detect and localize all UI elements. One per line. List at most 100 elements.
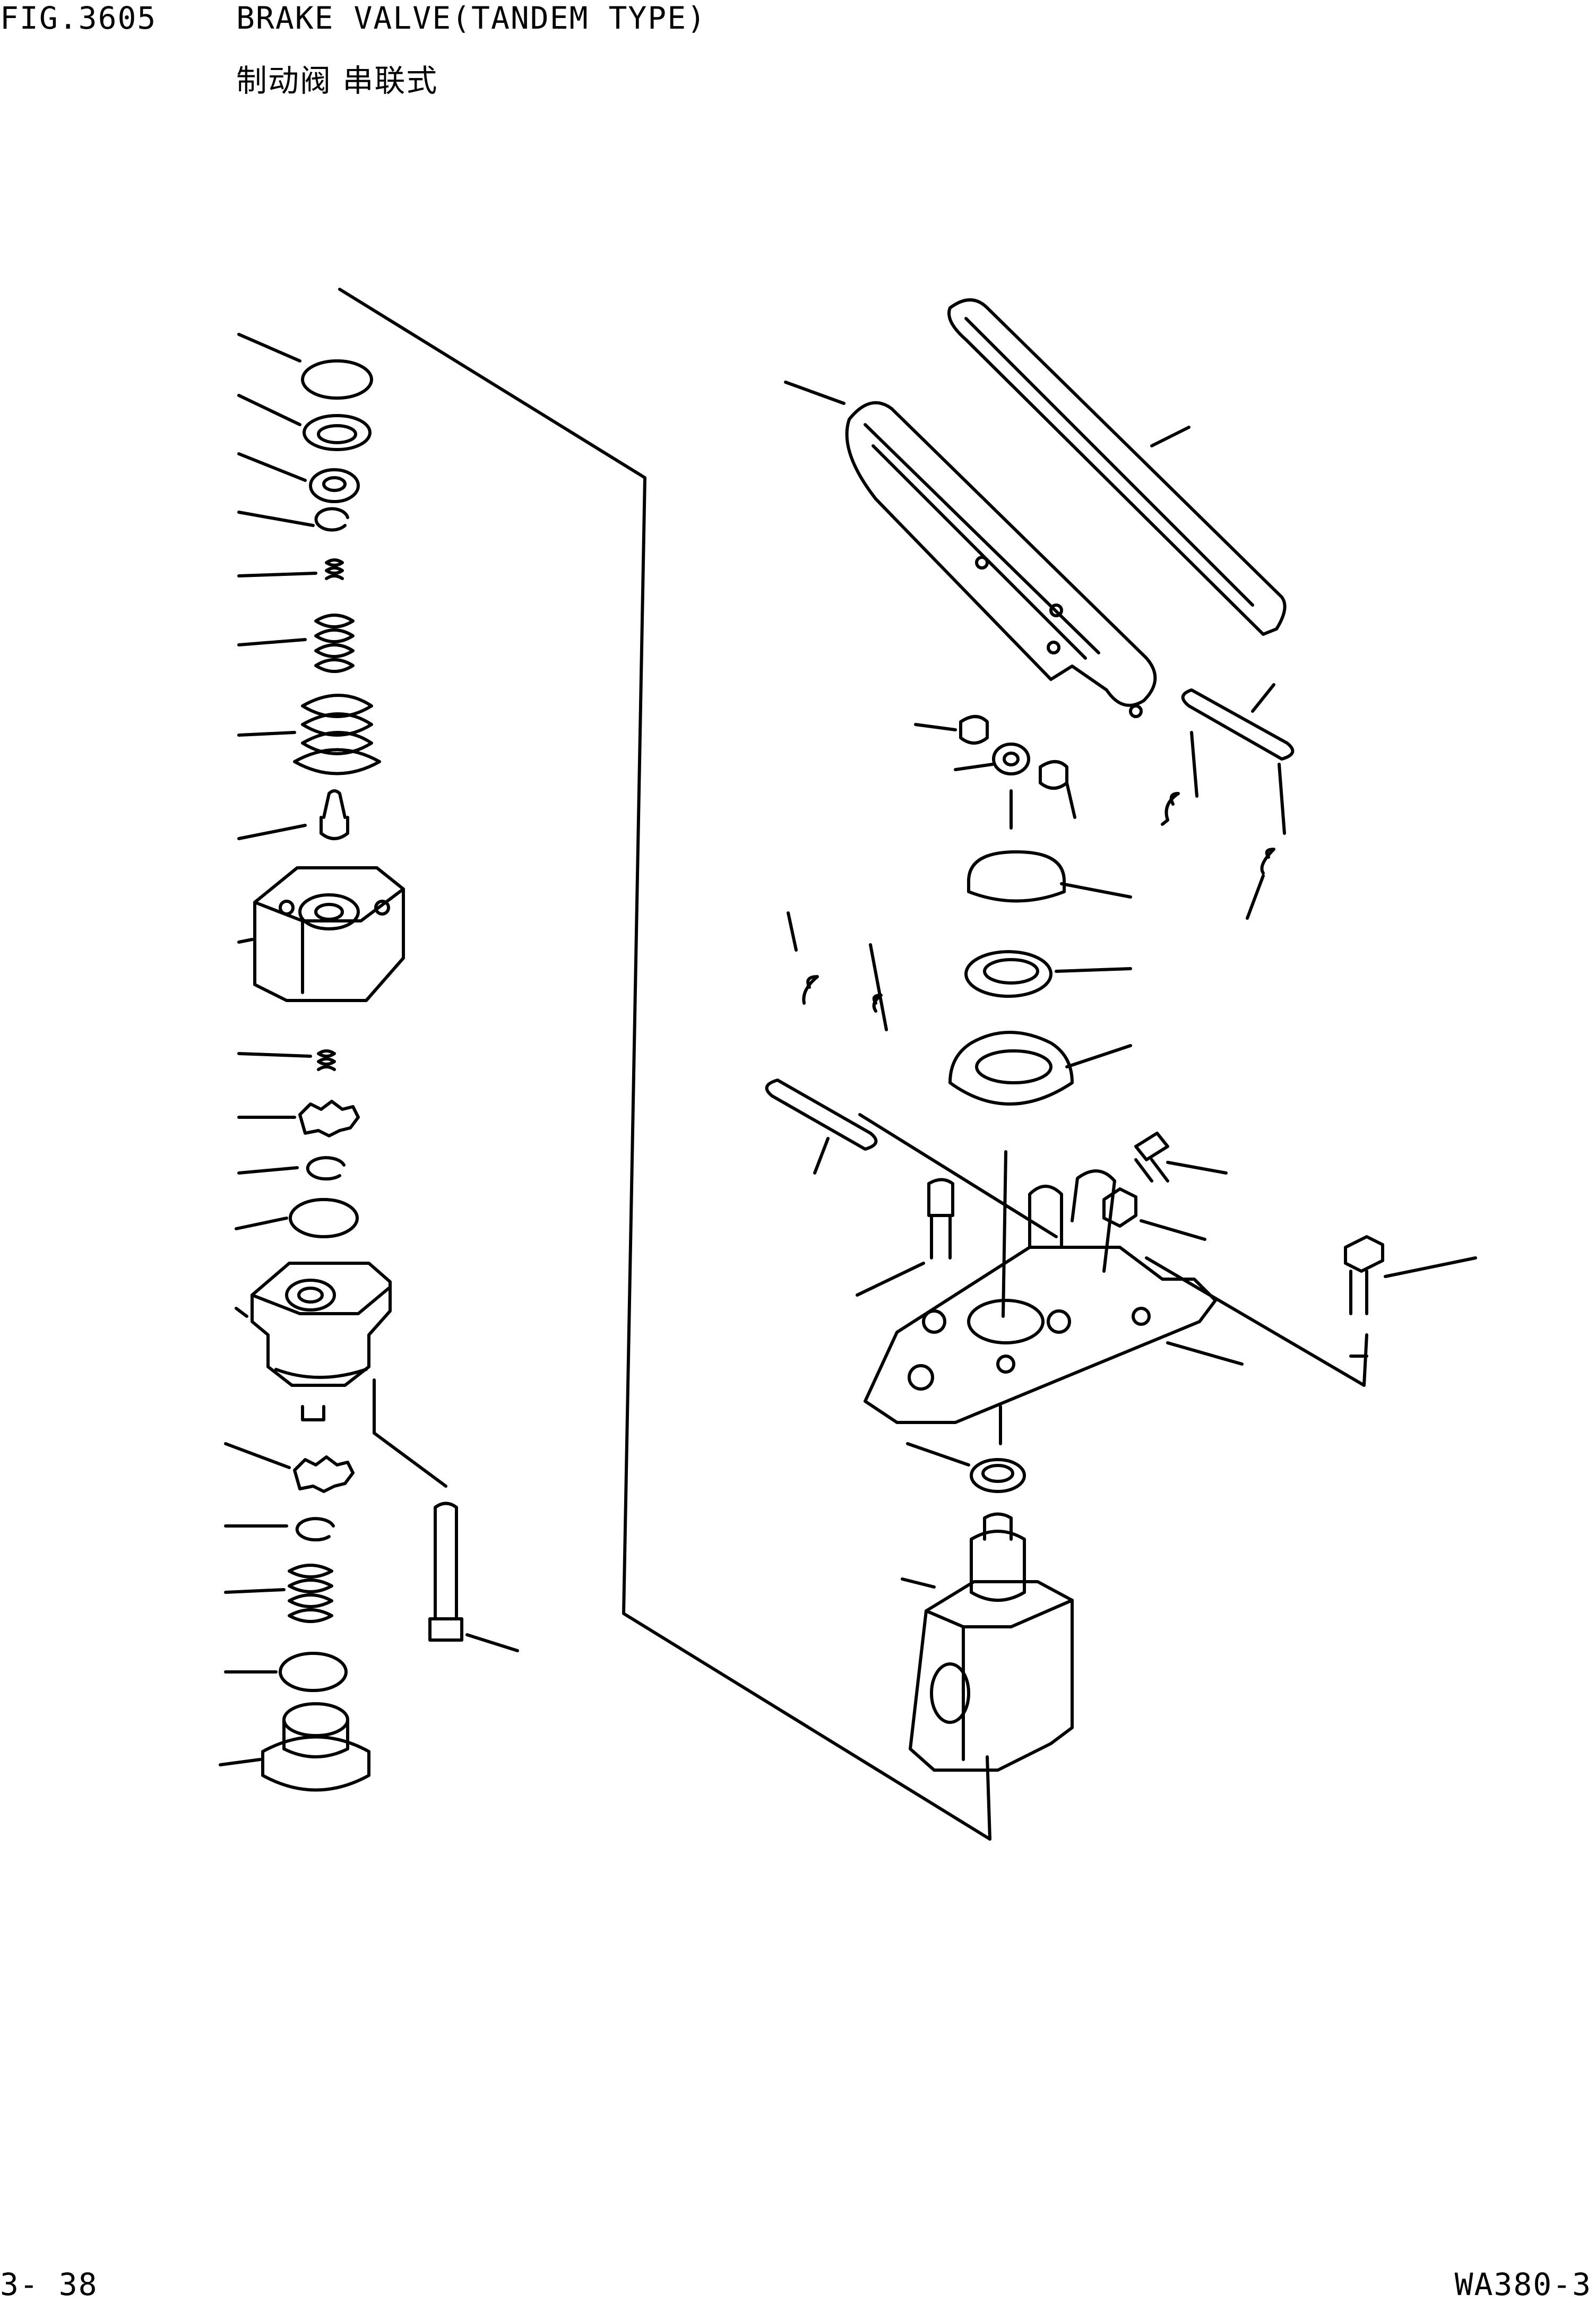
o-ring [301,359,373,400]
pin-guide-line [1278,763,1286,835]
leader-line [237,394,301,426]
leader-line [237,938,254,944]
rod-guide-line [858,1113,1058,1238]
leader-line [1060,882,1132,899]
seal [964,950,1053,998]
retainer-inner [322,476,347,492]
model-code: WA380-3 [1454,2266,1592,2302]
upper-valve-body [253,866,405,1002]
spring [314,614,355,673]
leader-line [901,1577,936,1589]
star-washer [293,1455,355,1493]
rod-pin [765,1079,878,1151]
valve-plunger [970,1530,1026,1602]
leader-line [954,763,994,771]
figure-title: BRAKE VALVE(TANDEM TYPE) [236,0,707,36]
threaded-cap [261,1735,370,1792]
bracket-bolt-hole [922,1309,946,1334]
o-ring [279,1652,348,1692]
valve-port [930,1662,970,1724]
leader-line [237,511,315,527]
leader-line [237,638,307,646]
leader-line [914,723,957,731]
o-ring [289,1198,359,1238]
snap-ring [295,1517,335,1542]
boot-opening [975,1049,1053,1084]
leader-line [237,731,296,737]
mounting-bracket-upright [1028,1169,1116,1273]
leader-line [237,1052,312,1058]
snap-ring [306,1156,346,1181]
pin-guide-line [1190,731,1198,798]
lower-valve-stem [301,1405,325,1421]
upper-valve-port-inner [314,903,344,921]
leader-line [237,333,301,363]
leader-line [1150,426,1190,447]
figure-subtitle: 制动阀 串联式 [236,63,438,99]
bracket-bolt-hole [996,1355,1015,1374]
leader-line [1384,1256,1477,1278]
center-guide-line [1002,1150,1007,1318]
bracket-center-hole [967,1299,1045,1344]
threaded-cap-thread [282,1702,349,1737]
pedal-rear [947,298,1287,636]
leader-line [906,1442,970,1467]
upper-valve-port [298,893,360,930]
roller [959,715,989,745]
leader-line [465,1633,519,1652]
right-parts-assembly [765,298,1477,1772]
star-washer [298,1100,360,1137]
spring [288,1564,333,1623]
cotter-pin [872,994,883,1013]
leader-line [224,1442,291,1469]
lower-valve-body-edge [251,1286,392,1379]
bolt-hole [374,900,390,916]
mounting-bracket [864,1246,1217,1424]
snap-ring [314,507,349,532]
leader-line [856,1262,925,1297]
seal-ring-inner [317,424,357,444]
cap-screw [927,1178,954,1260]
pin-guide-line [1246,874,1265,920]
lower-valve-port [285,1279,336,1312]
leader-line [1065,1044,1132,1068]
small-bolt [1134,1132,1169,1183]
o-ring [970,1458,1026,1493]
leader-line [219,1758,262,1766]
pedal-pin-hole [1049,603,1063,617]
leader-line [237,1166,299,1175]
o-ring-inner [981,1464,1014,1483]
cotter-pin [1260,848,1275,875]
seal-inner [983,958,1039,985]
leader-line [784,381,846,405]
bushing [992,743,1030,775]
assembly-guide-line [338,288,991,1841]
hex-nut [1102,1187,1137,1228]
lower-valve-port-inner [297,1287,324,1304]
valve-plunger-top [983,1512,1013,1541]
seal-ring [303,414,372,451]
leader-line [237,824,307,840]
bracket-bolt-hole [1132,1307,1151,1326]
leader-line [1166,1341,1244,1366]
figure-number: FIG.3605 [0,0,157,36]
page-number: 3- 38 [0,2266,98,2302]
flange-bolt [1344,1235,1384,1358]
pin-guide-line [869,943,888,1031]
pedal-front [845,401,1157,707]
roller [1039,760,1068,790]
bolt-hole [279,900,295,916]
bolt-guide-line [373,1431,447,1488]
left-parts-stack [219,333,519,1792]
pin-guide-line [787,911,798,952]
leader-line [235,1217,288,1230]
pedal-pin-hole [1129,704,1143,718]
leader-line [1251,683,1275,713]
piston [320,789,349,840]
leader-line [237,572,317,577]
threaded-cap-thread [282,1718,349,1758]
valve-body-top-edge [925,1599,1074,1761]
boot [948,1031,1074,1106]
leader-line [1166,1161,1228,1175]
leader-line [1065,781,1076,819]
